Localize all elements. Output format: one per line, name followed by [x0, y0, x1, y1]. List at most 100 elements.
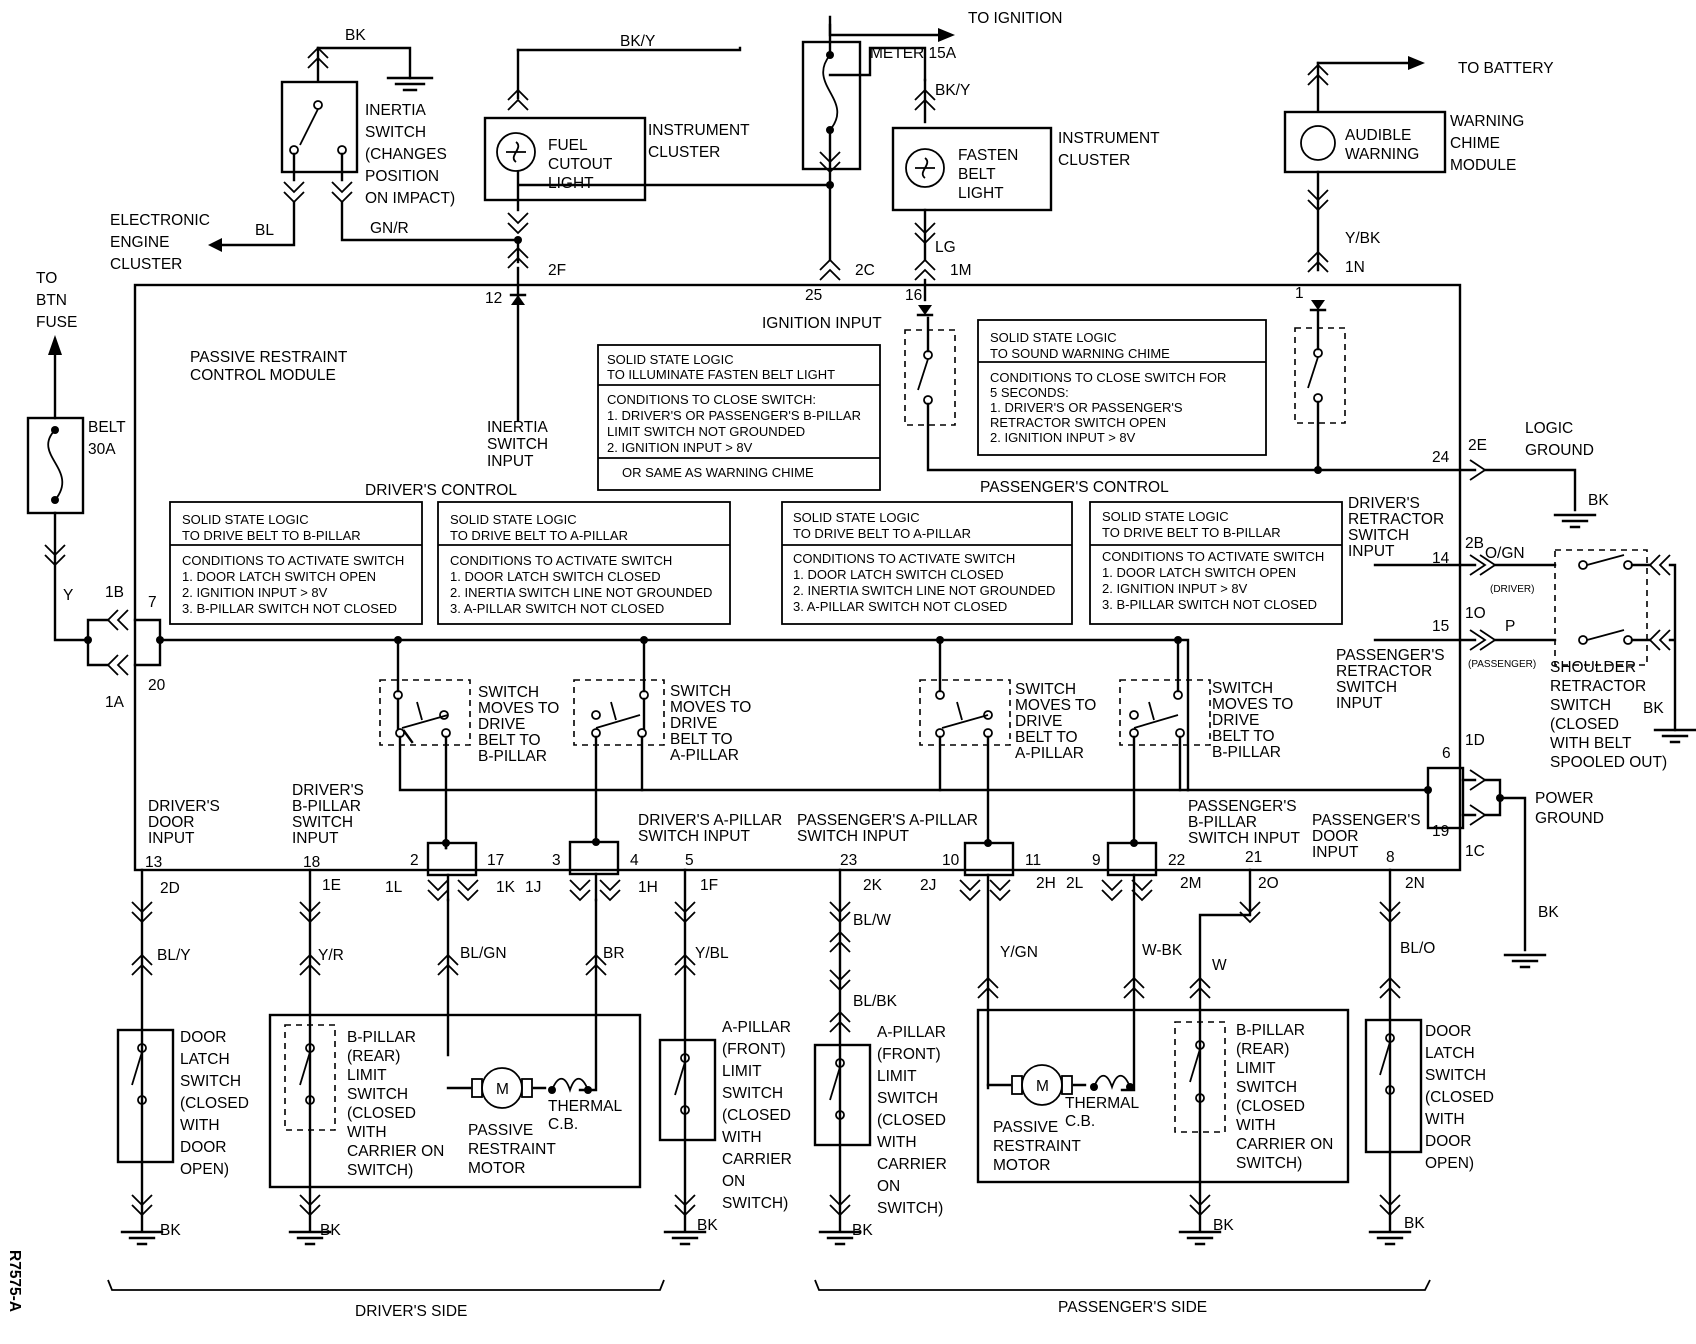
logic-pas-b-body-line: 1. DOOR LATCH SWITCH OPEN — [1102, 565, 1296, 580]
driver-retractor-input-label-line: RETRACTOR — [1348, 511, 1444, 528]
passengers-apillar-input-label-line: PASSENGER'S A-PILLAR — [797, 812, 978, 829]
pin-1j: 1J — [525, 879, 541, 896]
module-title-line: PASSIVE RESTRAINT — [190, 349, 348, 366]
logic-fasten-body-line: LIMIT SWITCH NOT GROUNDED — [607, 424, 805, 439]
wire-bl-bk: BL/BK — [853, 993, 898, 1010]
logic-fasten-body-line: 1. DRIVER'S OR PASSENGER'S B-PILLAR — [607, 408, 861, 423]
driver-thermal-label-line: C.B. — [548, 1116, 578, 1133]
belt-fuse-label-line: 30A — [88, 441, 116, 458]
driver-retractor-input-label-line: SWITCH — [1348, 527, 1409, 544]
pin-18: 18 — [303, 854, 320, 871]
drivers-apillar-input-label-line: SWITCH INPUT — [638, 828, 750, 845]
driver-apillar-label-line: SWITCH — [722, 1085, 783, 1102]
pin-1c: 1C — [1465, 843, 1485, 860]
pin-5: 5 — [685, 852, 694, 869]
driver-bpillar-label: B-PILLAR(REAR)LIMITSWITCH(CLOSEDWITHCARR… — [347, 1029, 444, 1179]
switch-drv-a-label-line: BELT TO — [670, 731, 733, 748]
passengers-bpillar-input-label-line: SWITCH INPUT — [1188, 830, 1300, 847]
warning-chime-module-label-line: MODULE — [1450, 157, 1516, 174]
to-btn-fuse-label-line: BTN — [36, 292, 67, 309]
logic-box-driver-a — [437, 501, 731, 625]
ground-bk-4: BK — [852, 1222, 873, 1239]
pin-2c: 2C — [855, 262, 875, 279]
passengers-door-input-label-line: DOOR — [1312, 828, 1359, 845]
passenger-door-latch-label-line: (CLOSED — [1425, 1089, 1494, 1106]
passenger-apillar-label-line: WITH — [877, 1134, 917, 1151]
switch-pas-a-label-line: BELT TO — [1015, 729, 1078, 746]
switch-pas-a-label-line: SWITCH — [1015, 681, 1076, 698]
logic-fasten-title-line: TO ILLUMINATE FASTEN BELT LIGHT — [607, 367, 835, 382]
driver-motor-box — [268, 1013, 642, 1189]
driver-door-latch-label-line: (CLOSED — [180, 1095, 249, 1112]
pin-23: 23 — [840, 852, 857, 869]
passengers-bpillar-input-label-line: B-PILLAR — [1188, 814, 1257, 831]
pin-2j: 2J — [920, 877, 936, 894]
power-ground-label-line: POWER — [1535, 790, 1594, 807]
pin-25: 25 — [805, 287, 822, 304]
drivers-apillar-input-label-line: DRIVER'S A-PILLAR — [638, 812, 782, 829]
logic-box-chime — [977, 319, 1267, 456]
drivers-door-input-label-line: INPUT — [148, 830, 195, 847]
warning-chime-module-label-line: CHIME — [1450, 135, 1500, 152]
switch-pas-b-label-line: SWITCH — [1212, 680, 1273, 697]
power-ground-label-line: GROUND — [1535, 810, 1604, 827]
pin-15: 15 — [1432, 618, 1449, 635]
passenger-apillar-label-line: CARRIER — [877, 1156, 947, 1173]
shoulder-retractor-label-line: SHOULDER — [1550, 659, 1636, 676]
drivers-door-input-label-line: DRIVER'S — [148, 798, 220, 815]
logic-chime-body-line: 5 SECONDS: — [990, 385, 1069, 400]
passenger-tag: (PASSENGER) — [1468, 659, 1536, 670]
passenger-bpillar-label-line: LIMIT — [1236, 1060, 1276, 1077]
logic-fasten-title-line: SOLID STATE LOGIC — [607, 352, 734, 367]
driver-apillar-label-line: LIMIT — [722, 1063, 762, 1080]
switch-drv-b-label-line: DRIVE — [478, 716, 525, 733]
pin-3: 3 — [552, 852, 561, 869]
pin-22: 22 — [1168, 852, 1185, 869]
passenger-retractor-input-label-line: INPUT — [1336, 695, 1383, 712]
fasten-belt-light-label-line: LIGHT — [958, 185, 1004, 202]
passenger-motor-label-line: PASSIVE — [993, 1119, 1058, 1136]
pin-19: 19 — [1432, 823, 1449, 840]
passenger-bpillar-label-line: WITH — [1236, 1117, 1276, 1134]
driver-retractor-input-label-line: INPUT — [1348, 543, 1395, 560]
logic-fasten-body-line: 2. IGNITION INPUT > 8V — [607, 440, 753, 455]
passenger-door-latch-label-line: WITH — [1425, 1111, 1465, 1128]
shoulder-retractor-label-line: (CLOSED — [1550, 716, 1619, 733]
switch-drv-a-label-line: DRIVE — [670, 715, 717, 732]
switch-pas-b-label-line: DRIVE — [1212, 712, 1259, 729]
driver-apillar-label: A-PILLAR(FRONT)LIMITSWITCH(CLOSEDWITHCAR… — [722, 1019, 792, 1212]
pin-1: 1 — [1295, 285, 1304, 302]
warning-chime-module-label-line: WARNING — [1450, 113, 1524, 130]
logic-drv-a-body-line: 3. A-PILLAR SWITCH NOT CLOSED — [450, 601, 664, 616]
logic-pas-a-body-line: CONDITIONS TO ACTIVATE SWITCH — [793, 551, 1015, 566]
driver-apillar-label-line: A-PILLAR — [722, 1019, 791, 1036]
passenger-door-latch-label-line: DOOR — [1425, 1023, 1472, 1040]
passenger-thermal-label-line: C.B. — [1065, 1113, 1095, 1130]
figure-id: R7575-A — [6, 1250, 23, 1312]
ground-bk-label: BK — [345, 27, 366, 44]
ground-bk-1: BK — [160, 1222, 181, 1239]
fuel-cutout-light-label-line: LIGHT — [548, 175, 594, 192]
logic-drv-b-title-line: TO DRIVE BELT TO B-PILLAR — [182, 528, 361, 543]
passenger-apillar-label-line: SWITCH) — [877, 1200, 943, 1217]
passenger-apillar-label-line: SWITCH — [877, 1090, 938, 1107]
fasten-belt-light-label-line: BELT — [958, 166, 996, 183]
driver-bpillar-label-line: CARRIER ON — [347, 1143, 444, 1160]
driver-bpillar-label-line: LIMIT — [347, 1067, 387, 1084]
switch-pas-b-label-line: BELT TO — [1212, 728, 1275, 745]
pin-1d: 1D — [1465, 732, 1485, 749]
driver-apillar-label-line: ON — [722, 1173, 745, 1190]
pin-2m: 2M — [1180, 875, 1202, 892]
logic-pas-a-body-line: 3. A-PILLAR SWITCH NOT CLOSED — [793, 599, 1007, 614]
electronic-engine-cluster-label-line: CLUSTER — [110, 256, 182, 273]
